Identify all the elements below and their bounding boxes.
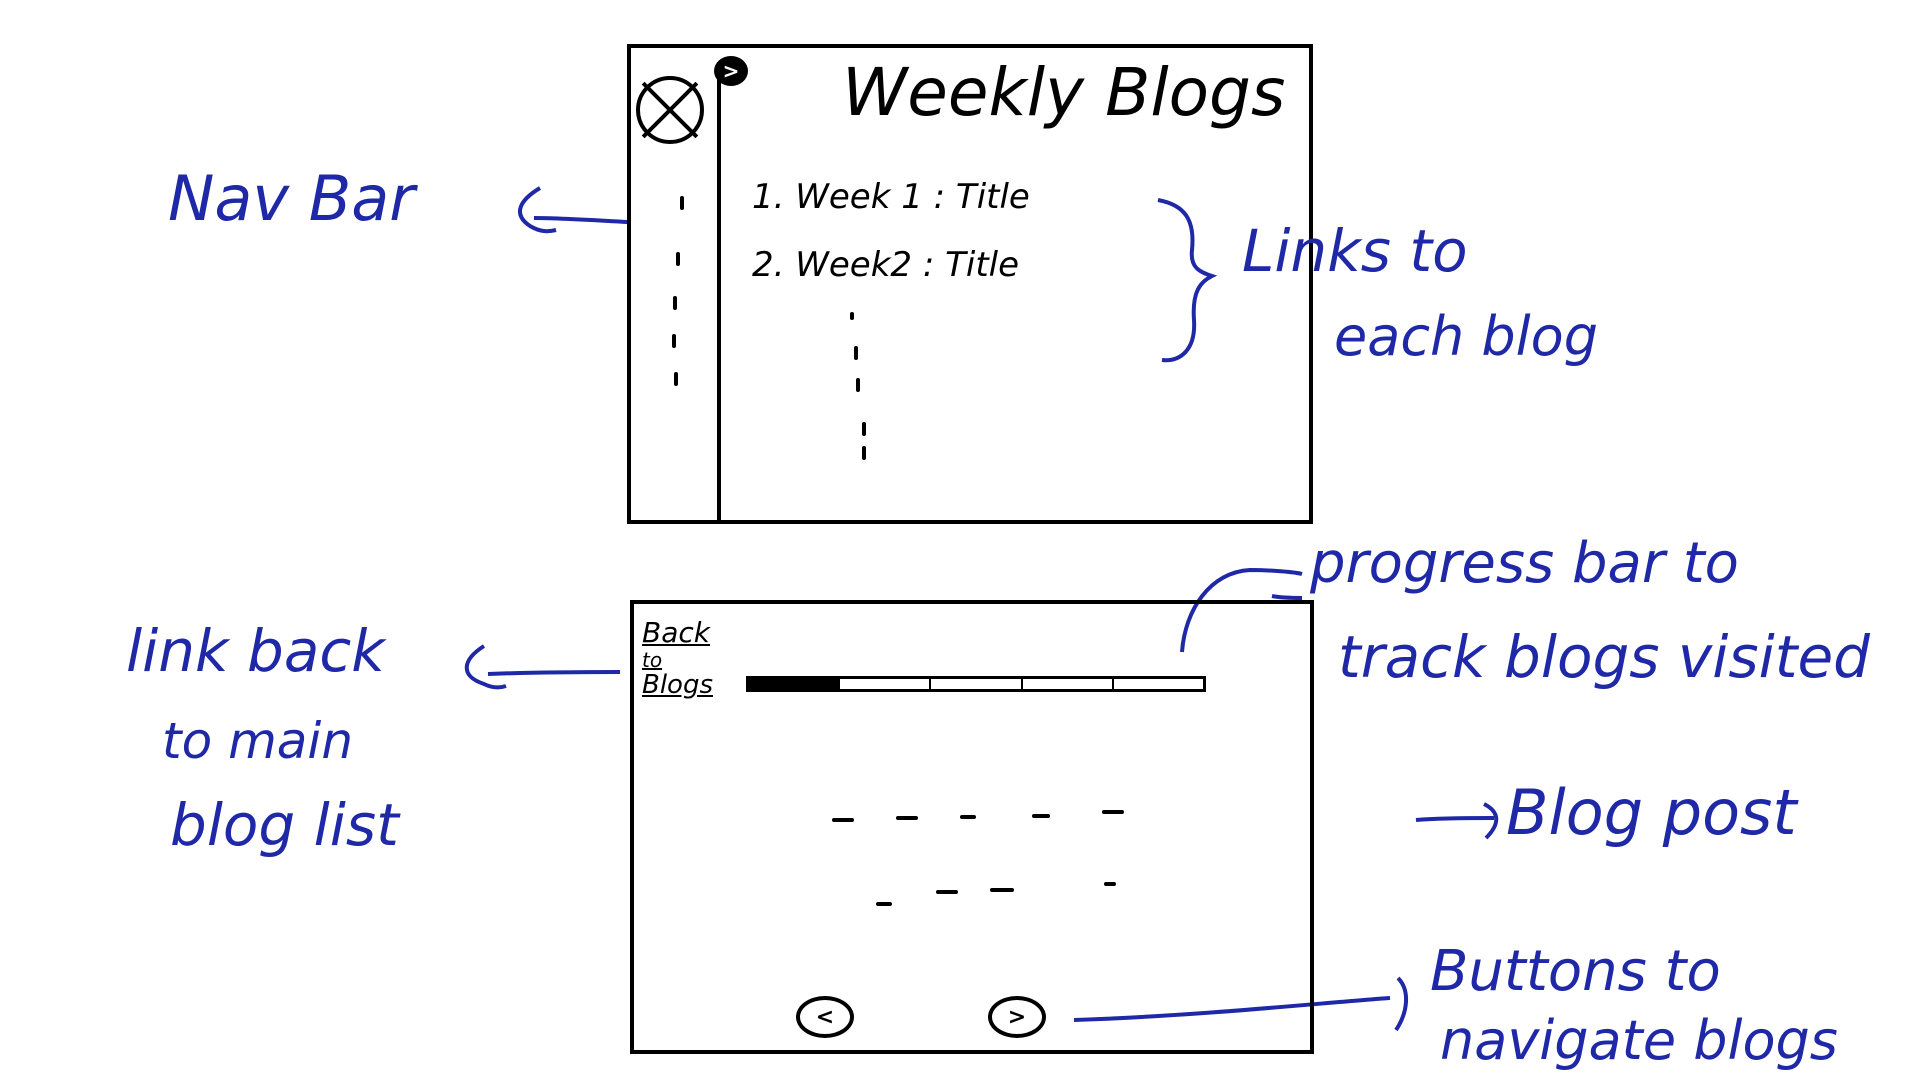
- blog-list-link[interactable]: Week 1 : Title: [795, 177, 1030, 217]
- close-menu-icon[interactable]: [636, 76, 704, 144]
- progress-connector: [1180, 567, 1303, 653]
- list-continuation-dot: [850, 312, 854, 320]
- post-text-placeholder: [896, 816, 918, 820]
- back-link-line: to: [642, 647, 663, 672]
- nav-dot: [673, 296, 677, 310]
- annotation-progress-line2: track blogs visited: [1338, 623, 1870, 691]
- post-text-placeholder: [832, 818, 854, 822]
- back-link-line: Back: [642, 616, 710, 649]
- annotation-link-back-line3: blog list: [170, 791, 399, 859]
- post-text-placeholder: [876, 902, 892, 906]
- annotation-link-back-line1: link back: [126, 617, 385, 685]
- back-link-line: Blogs: [642, 669, 714, 700]
- nav-dot: [676, 252, 680, 266]
- annotation-progress-line1: progress bar to: [1310, 531, 1739, 596]
- nav-bar: [627, 62, 721, 522]
- progress-segment: [1020, 679, 1112, 689]
- page-title: Weekly Blogs: [842, 54, 1286, 131]
- list-continuation-dot: [854, 346, 858, 360]
- link-back-arrow: [487, 670, 621, 676]
- blog-list-link[interactable]: Week2 : Title: [795, 245, 1020, 285]
- blog-list-number: 1.: [752, 177, 785, 217]
- post-text-placeholder: [990, 888, 1014, 892]
- blogs-visited-progress-bar: [746, 676, 1206, 692]
- links-brace: [1157, 198, 1218, 363]
- nav-bar-arrow: [533, 216, 629, 224]
- annotation-links-line2: each blog: [1334, 305, 1598, 368]
- nav-toggle-icon[interactable]: >: [714, 56, 748, 86]
- nav-dot: [680, 196, 684, 210]
- list-continuation-dot: [862, 446, 866, 460]
- post-text-placeholder: [1032, 814, 1050, 818]
- previous-blog-button[interactable]: <: [796, 996, 854, 1038]
- annotation-blog-post: Blog post: [1506, 776, 1797, 849]
- post-text-placeholder: [936, 890, 958, 894]
- annotation-nav-bar: Nav Bar: [168, 162, 415, 235]
- progress-segment: [1111, 679, 1203, 689]
- progress-segment: [749, 679, 839, 689]
- back-to-blogs-link[interactable]: Back to Blogs: [642, 616, 714, 700]
- buttons-arrow: [1073, 996, 1391, 1022]
- blog-list-number: 2.: [752, 245, 785, 285]
- list-continuation-dot: [856, 378, 860, 392]
- annotation-buttons-line1: Buttons to: [1430, 939, 1721, 1004]
- annotation-links-line1: Links to: [1242, 217, 1468, 285]
- annotation-link-back-line2: to main: [162, 712, 354, 770]
- post-text-placeholder: [1104, 882, 1116, 886]
- list-continuation-dot: [862, 422, 866, 436]
- blog-post-arrow: [1415, 816, 1495, 822]
- progress-segment: [929, 679, 1020, 689]
- progress-segment: [838, 679, 929, 689]
- blog-post-frame: [630, 600, 1314, 1054]
- blog-list-item[interactable]: 1. Week 1 : Title: [752, 180, 1030, 214]
- post-text-placeholder: [1102, 810, 1124, 814]
- post-text-placeholder: [960, 815, 976, 819]
- annotation-buttons-line2: navigate blogs: [1440, 1009, 1838, 1072]
- nav-dot: [674, 372, 678, 386]
- blog-list-frame: [627, 44, 1313, 524]
- blog-list-item[interactable]: 2. Week2 : Title: [752, 248, 1019, 282]
- nav-dot: [672, 334, 676, 348]
- next-blog-button[interactable]: >: [988, 996, 1046, 1038]
